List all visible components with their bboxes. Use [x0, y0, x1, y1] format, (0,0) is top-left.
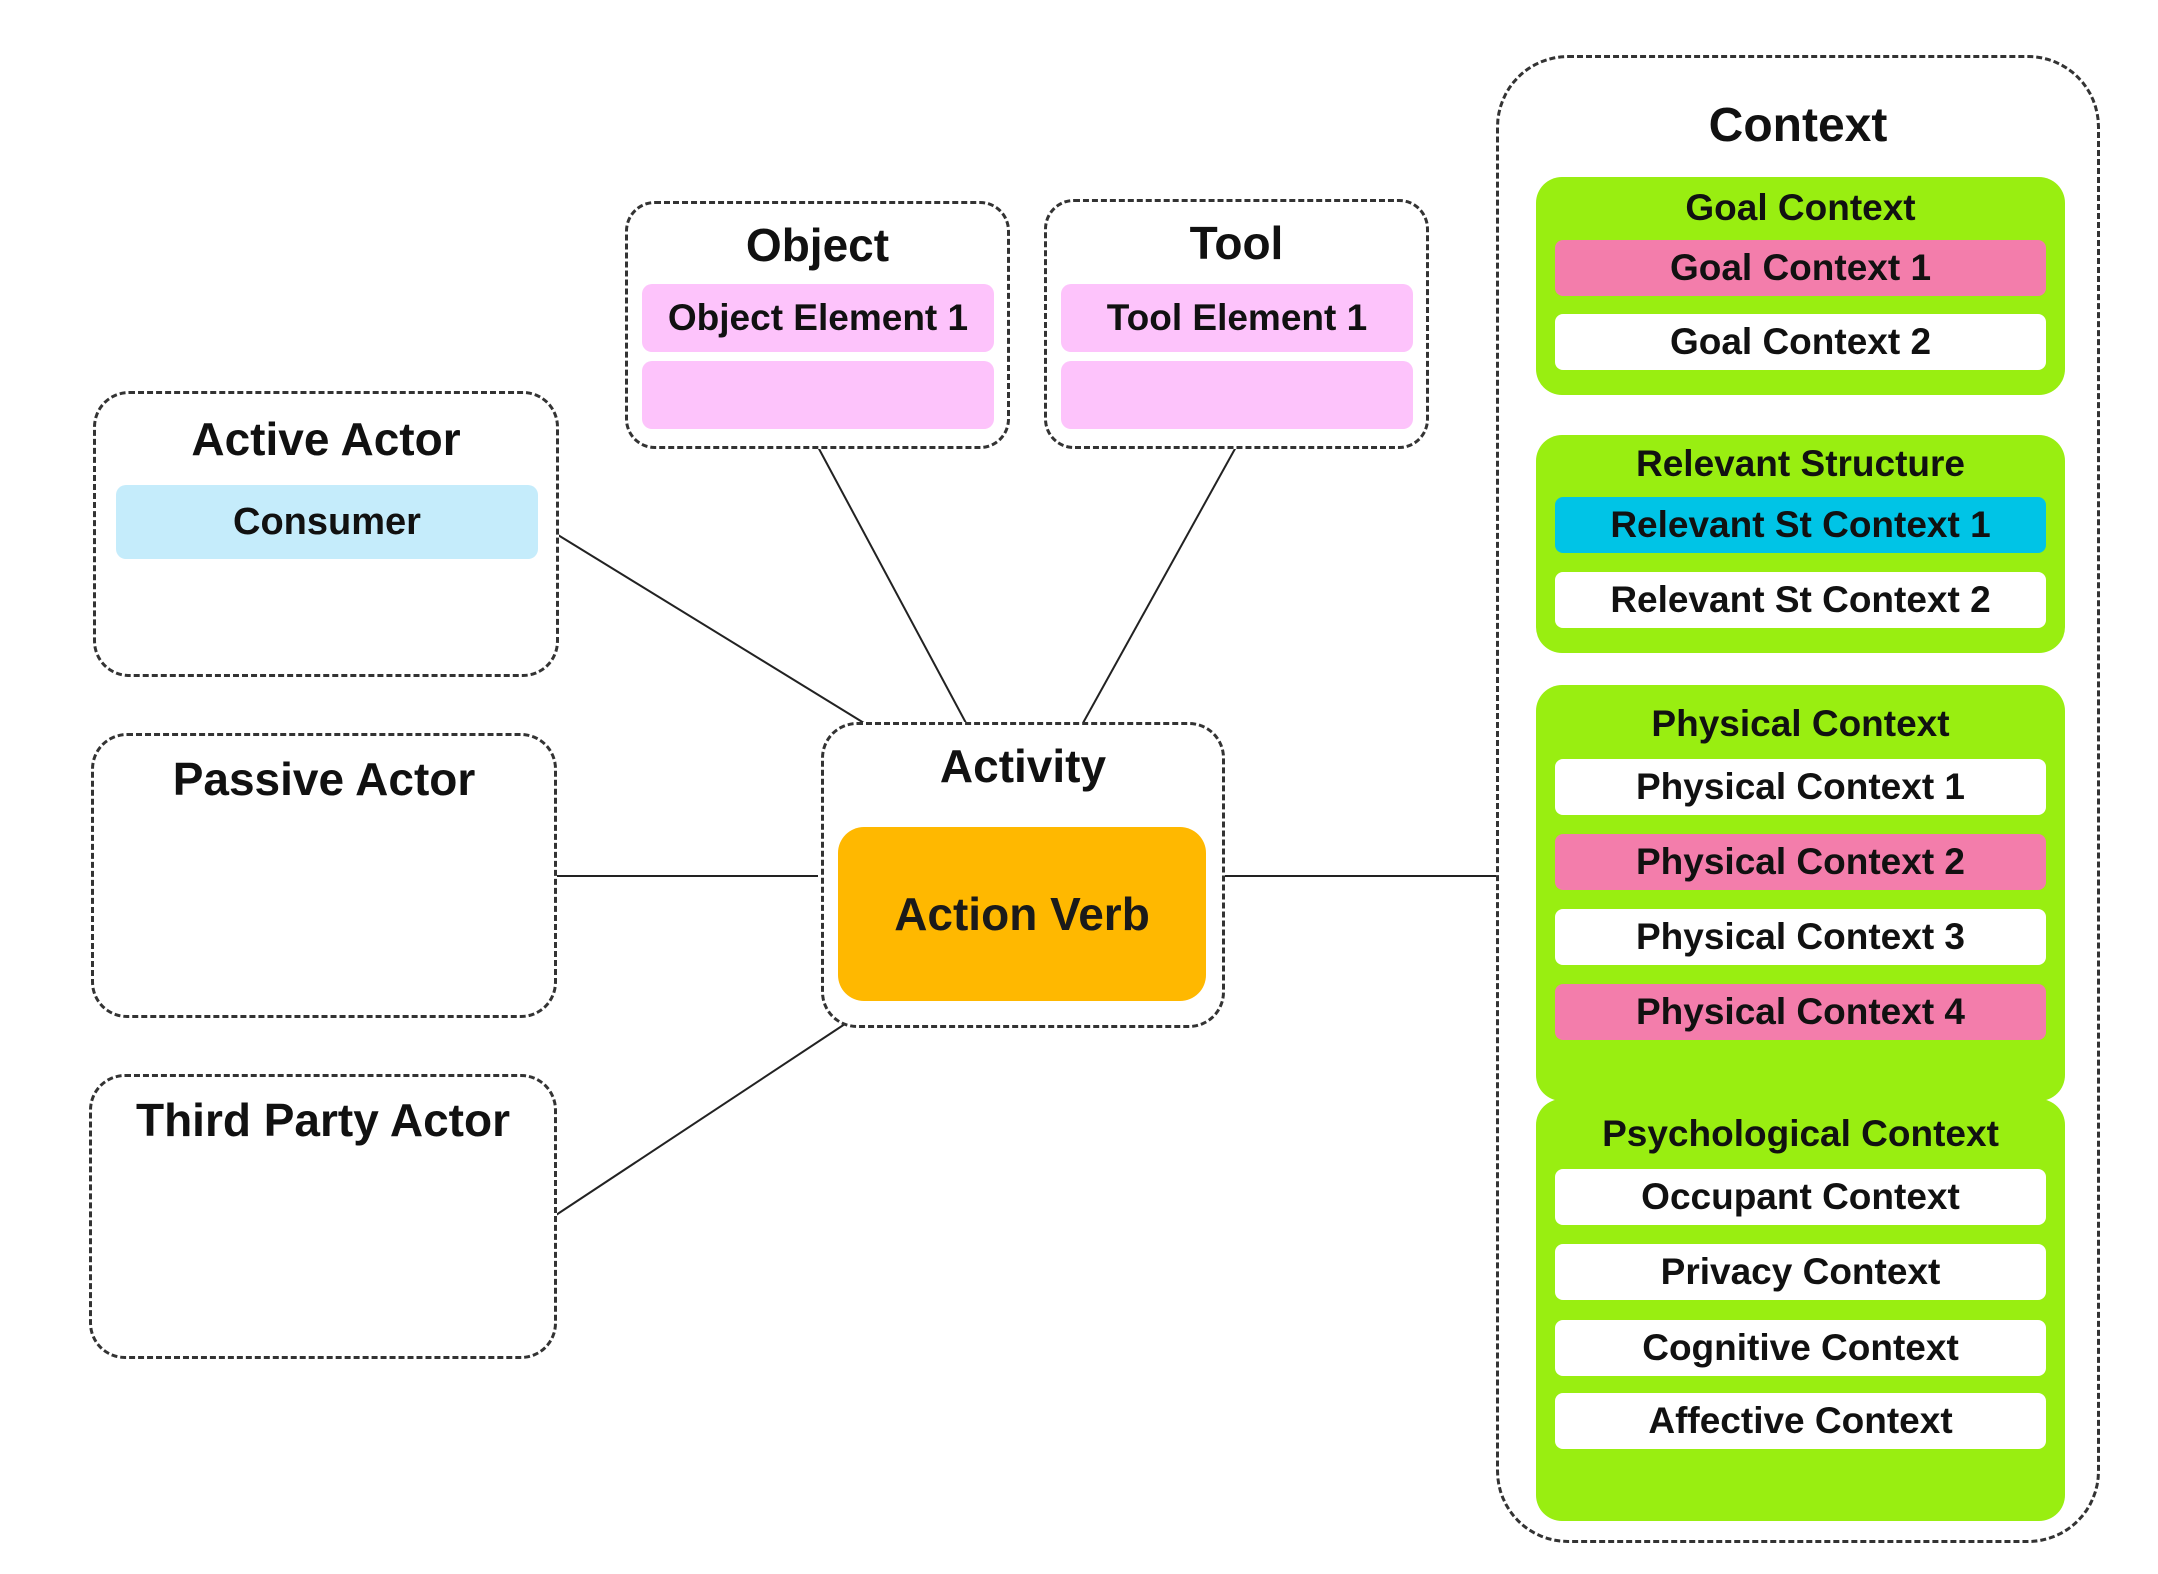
connector-object — [817, 446, 967, 724]
action-verb: Action Verb — [838, 827, 1206, 1001]
physical-context-1-item: Physical Context 1 — [1555, 759, 2046, 815]
tool-element-1: Tool Element 1 — [1061, 284, 1413, 352]
object-element-1: Object Element 1 — [642, 284, 994, 352]
physical-context-group-title: Physical Context — [1651, 703, 1950, 744]
goal-context-group-title: Goal Context — [1685, 187, 1916, 228]
affective-context-item: Affective Context — [1555, 1393, 2046, 1449]
object-box: Object Object Element 1 — [625, 201, 1010, 449]
active-actor-box: Active Actor Consumer — [93, 391, 559, 677]
goal-context-2-item: Goal Context 2 — [1555, 314, 2046, 370]
active-actor-title: Active Actor — [191, 413, 461, 465]
relevant-structure-group-title: Relevant Structure — [1636, 443, 1965, 484]
physical-context-3-item: Physical Context 3 — [1555, 909, 2046, 965]
physical-context-4-item: Physical Context 4 — [1555, 984, 2046, 1040]
psychological-context-group-title: Psychological Context — [1602, 1113, 1999, 1154]
third-party-actor-title: Third Party Actor — [135, 1094, 511, 1146]
context-title: Context — [1708, 99, 1888, 152]
privacy-context-item: Privacy Context — [1555, 1244, 2046, 1300]
tool-title: Tool — [1189, 217, 1284, 269]
object-title: Object — [745, 219, 890, 271]
connector-third-party-actor — [555, 1019, 852, 1216]
third-party-actor-box: Third Party Actor — [89, 1074, 557, 1359]
connector-tool — [1082, 446, 1237, 724]
activity-title: Activity — [939, 740, 1107, 792]
consumer-element: Consumer — [116, 485, 538, 559]
tool-box: Tool Tool Element 1 — [1044, 199, 1429, 449]
physical-context-2-item: Physical Context 2 — [1555, 834, 2046, 890]
object-element-2 — [642, 361, 994, 429]
relevant-st-context-1-item: Relevant St Context 1 — [1555, 497, 2046, 553]
goal-context-1-item: Goal Context 1 — [1555, 240, 2046, 296]
cognitive-context-item: Cognitive Context — [1555, 1320, 2046, 1376]
passive-actor-box: Passive Actor — [91, 733, 557, 1018]
passive-actor-title: Passive Actor — [172, 753, 476, 805]
relevant-st-context-2-item: Relevant St Context 2 — [1555, 572, 2046, 628]
connector-active-actor — [557, 534, 865, 724]
tool-element-2 — [1061, 361, 1413, 429]
occupant-context-item: Occupant Context — [1555, 1169, 2046, 1225]
